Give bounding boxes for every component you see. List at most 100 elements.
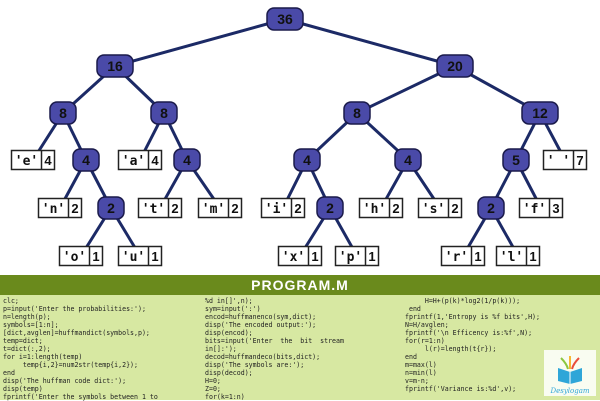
leaf-node-box (542, 149, 588, 171)
leaf-count: 2 (451, 201, 458, 216)
leaf-node: 't'2 (137, 197, 183, 219)
leaf-node: 'i'2 (260, 197, 306, 219)
internal-node: 2 (97, 196, 125, 220)
leaf-symbol: 'i' (265, 202, 288, 217)
internal-node: 16 (96, 54, 134, 78)
code-line: fprintf('Enter the symbols between 1 to (3, 393, 158, 401)
code-line: v=m-n; (405, 377, 429, 385)
leaf-symbol: 'o' (63, 250, 86, 265)
leaf-node-box (117, 245, 163, 267)
code-line: %d in[]',n); (205, 297, 253, 305)
tree-edge (114, 17, 286, 68)
code-line: p=input('Enter the probabilities:'); (3, 305, 146, 313)
leaf-symbol: 'n' (42, 202, 65, 217)
internal-node-box (394, 148, 422, 172)
leaf-count: 1 (529, 249, 536, 264)
code-line: temp=dict; (3, 337, 43, 345)
internal-node-box (173, 148, 201, 172)
leaf-symbol: 'e' (15, 154, 38, 169)
code-line: encod=huffmanenco(sym,dict); (205, 313, 317, 321)
site-logo: Desylogam (544, 350, 596, 396)
internal-node: 8 (343, 101, 371, 125)
leaf-node: 'h'2 (358, 197, 404, 219)
code-line: fprintf('Variance is:%d',v); (405, 385, 517, 393)
internal-node: 2 (477, 196, 505, 220)
internal-node-box (49, 101, 77, 125)
internal-node-weight: 4 (183, 152, 191, 168)
internal-node: 4 (72, 148, 100, 172)
internal-node: 8 (49, 101, 77, 125)
code-line: disp('The huffman code dict:'); (3, 377, 127, 385)
code-line: for(k=1:n) (205, 393, 245, 401)
leaf-node-box (495, 245, 541, 267)
internal-node: 2 (316, 196, 344, 220)
code-line: fprintf('\n Efficency is:%f',N); (405, 329, 533, 337)
code-line: [dict,avglen]=huffmandict(symbols,p); (3, 329, 150, 337)
code-line: t=dict(:,2); (3, 345, 51, 353)
internal-node-weight: 4 (82, 152, 90, 168)
internal-node: 12 (521, 101, 559, 125)
leaf-symbol: 's' (422, 202, 445, 217)
internal-node-weight: 2 (487, 200, 495, 216)
leaf-count: 2 (171, 201, 178, 216)
internal-node: 20 (436, 54, 474, 78)
leaf-node: 'l'1 (495, 245, 541, 267)
leaf-symbol: 'r' (445, 250, 468, 265)
leaf-node-box (37, 197, 83, 219)
leaf-node-box (137, 197, 183, 219)
leaf-count: 1 (151, 249, 158, 264)
internal-node: 8 (150, 101, 178, 125)
code-line: clc; (3, 297, 19, 305)
leaf-node: 'm'2 (197, 197, 243, 219)
code-line: fprintf(1,'Entropy is %f bits',H); (405, 313, 540, 321)
leaf-node: 'n'2 (37, 197, 83, 219)
code-line: Z=0; (205, 385, 221, 393)
leaf-count: 7 (576, 153, 583, 168)
leaf-count: 3 (552, 201, 559, 216)
leaf-node-box (197, 197, 243, 219)
leaf-node-box (358, 197, 404, 219)
leaf-node: 'x'1 (277, 245, 323, 267)
leaf-node: 'o'1 (58, 245, 104, 267)
internal-node-weight: 36 (277, 11, 293, 27)
code-line: for i=1:length(temp) (3, 353, 83, 361)
internal-node: 36 (266, 7, 304, 31)
internal-node: 5 (502, 148, 530, 172)
leaf-count: 2 (231, 201, 238, 216)
leaf-node-box (518, 197, 564, 219)
internal-node-box (316, 196, 344, 220)
code-line: bits=input('Enter the bit stream (205, 337, 344, 345)
internal-node-box (150, 101, 178, 125)
code-listing-area (0, 295, 600, 400)
internal-node-box (436, 54, 474, 78)
code-column-1: clc;p=input('Enter the probabilities:');… (3, 297, 158, 401)
leaf-symbol: 'a' (122, 154, 145, 169)
internal-node-box (96, 54, 134, 78)
code-line: temp{i,2}=num2str(temp{i,2}); (3, 361, 138, 369)
internal-node-box (521, 101, 559, 125)
leaf-symbol: 'h' (363, 202, 386, 217)
leaf-node: 's' 2 (417, 197, 463, 219)
leaf-node: 'u'1 (117, 245, 163, 267)
code-line: n=min(l) (405, 369, 437, 377)
leaf-node-box (417, 197, 463, 219)
leaf-node-box (260, 197, 306, 219)
leaf-node-box (117, 149, 163, 171)
code-line: end (405, 305, 421, 313)
internal-node-box (97, 196, 125, 220)
leaf-count: 1 (474, 249, 481, 264)
internal-node: 4 (173, 148, 201, 172)
internal-node-weight: 8 (160, 105, 168, 121)
internal-node-weight: 4 (303, 152, 311, 168)
internal-node-box (502, 148, 530, 172)
code-line: for(r=1:n) (405, 337, 445, 345)
internal-node-box (477, 196, 505, 220)
leaf-node-box (58, 245, 104, 267)
internal-node-box (343, 101, 371, 125)
code-line: end (3, 369, 15, 377)
code-line: l(r)=length(t{r}); (405, 345, 497, 353)
leaf-count: 1 (311, 249, 318, 264)
leaf-node-box (334, 245, 380, 267)
